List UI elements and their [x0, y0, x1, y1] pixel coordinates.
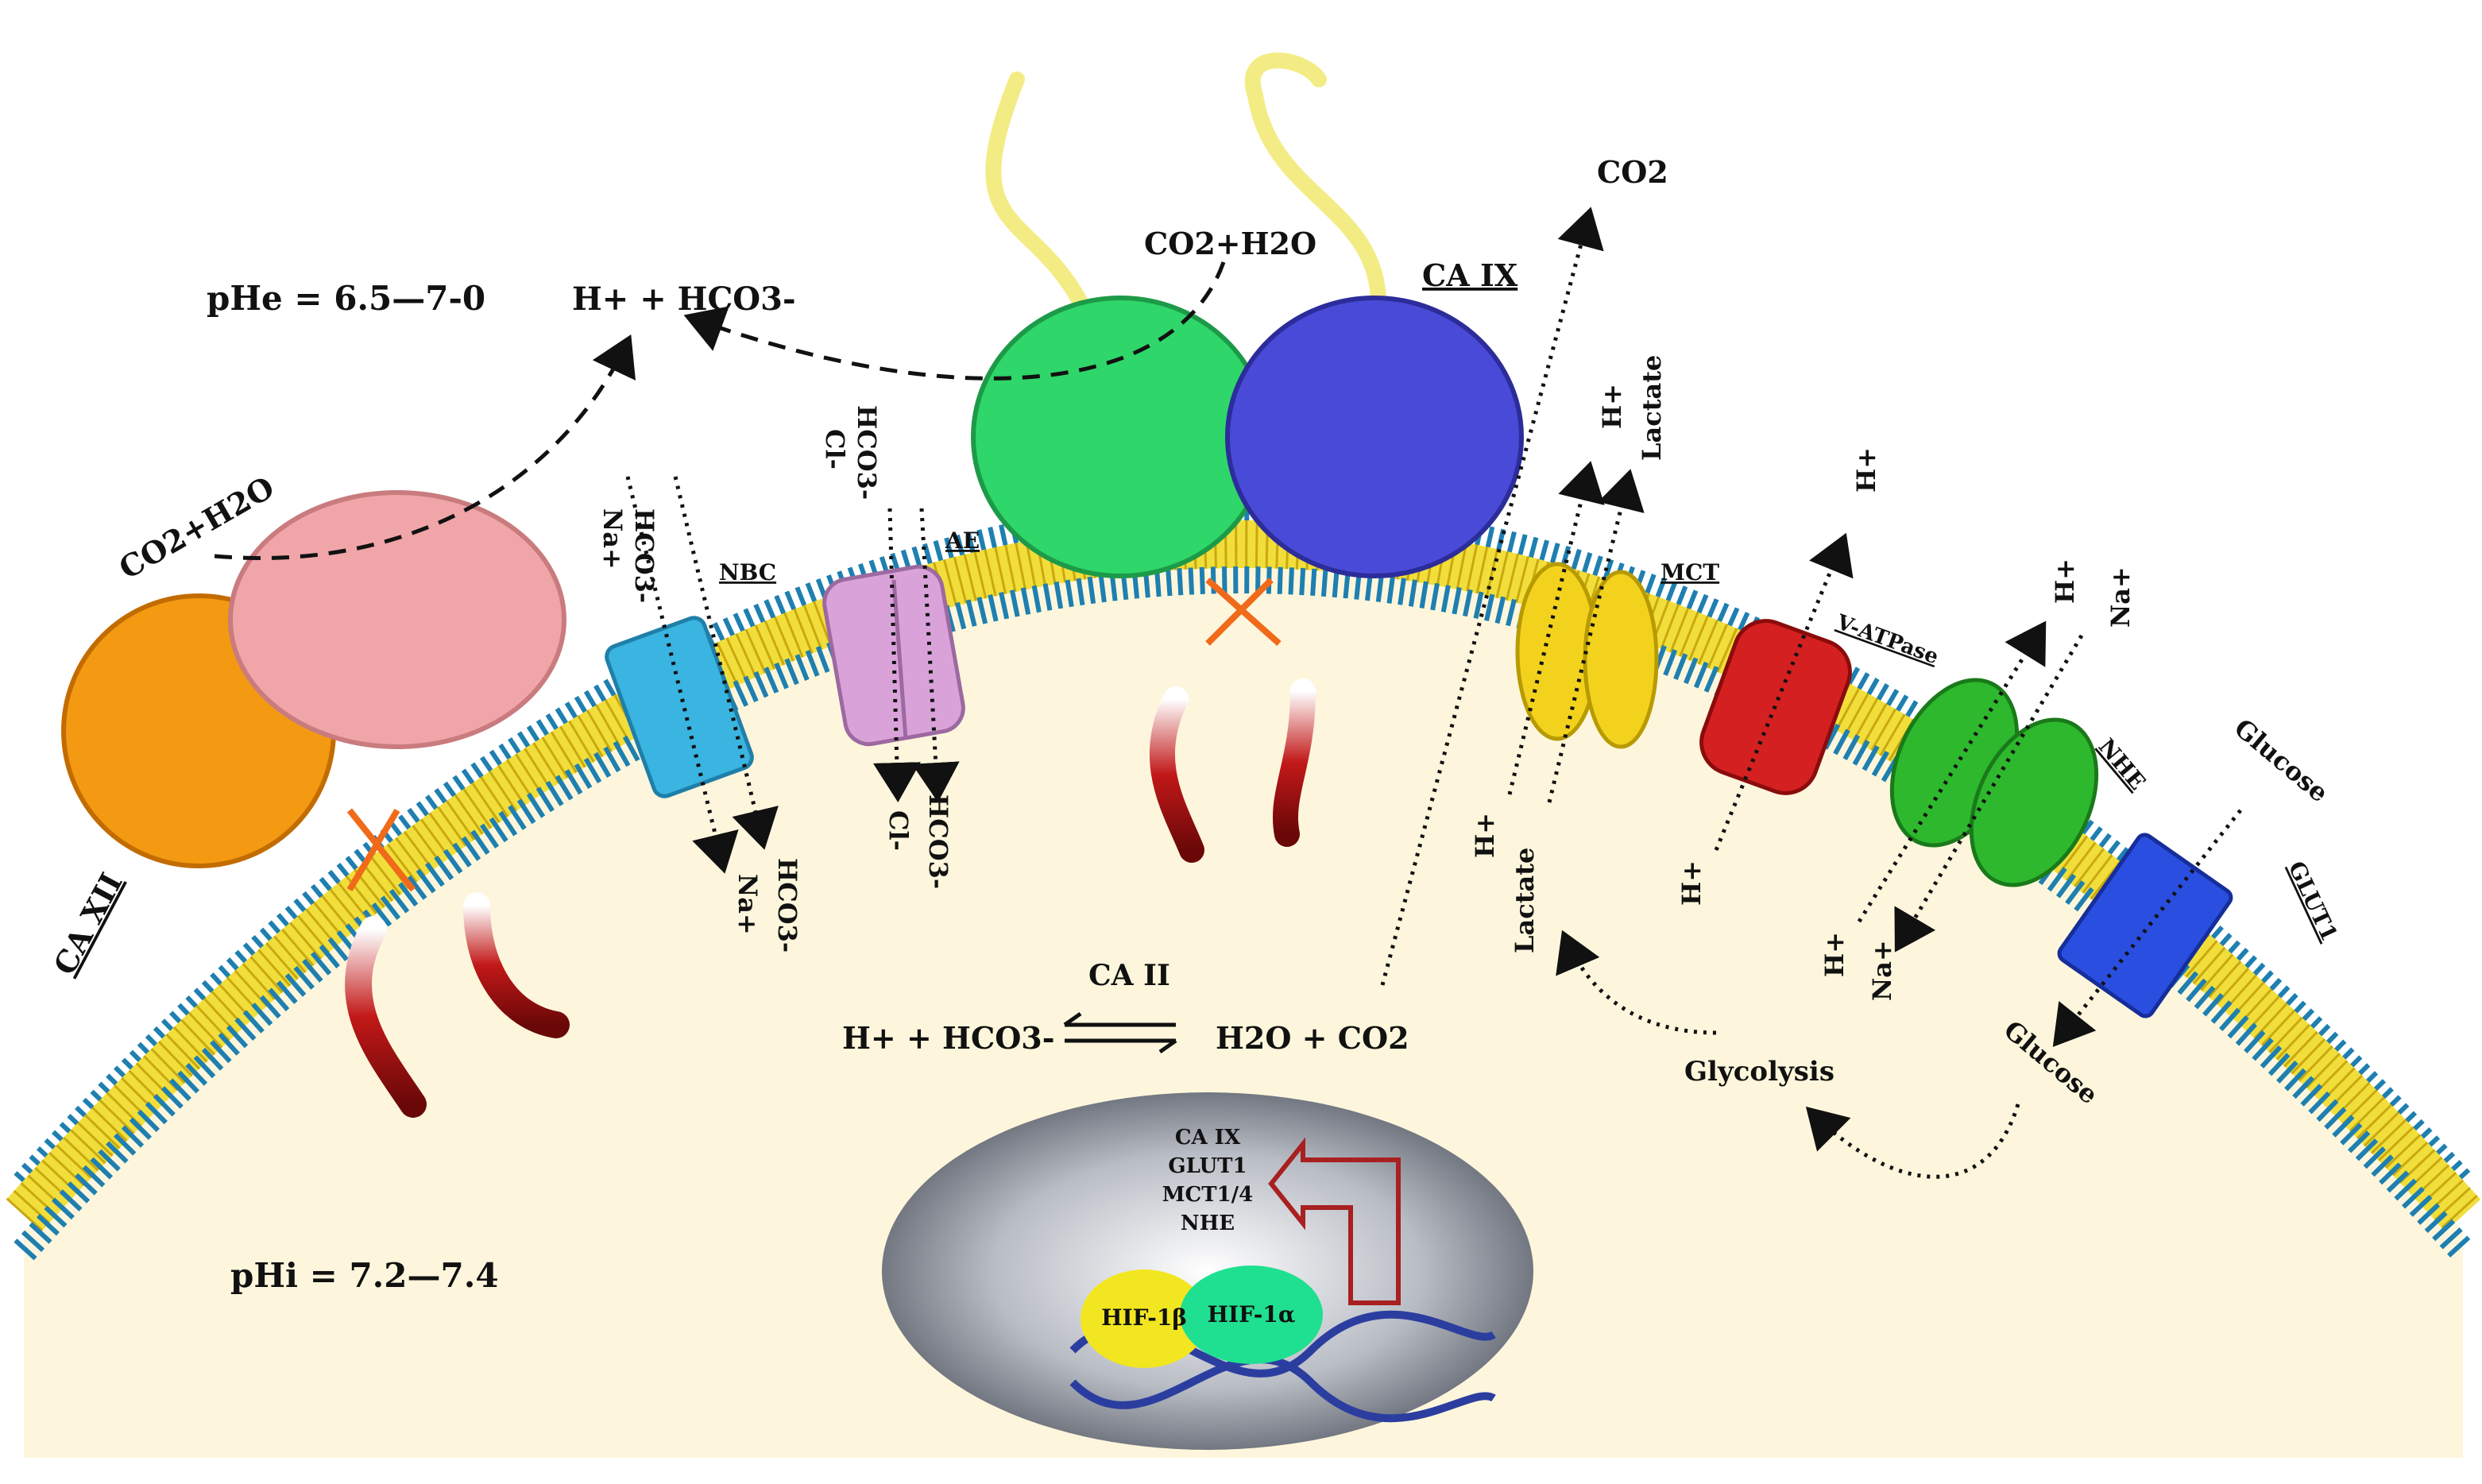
nhe-in-h: H+	[1819, 932, 1850, 977]
nbc-in-hco3: HCO3-	[772, 858, 802, 953]
ca-ii-left-label: H+ + HCO3-	[842, 1020, 1055, 1056]
ca-ix-label: CA IX	[1422, 257, 1518, 293]
ca-ii-right-label: H2O + CO2	[1216, 1020, 1409, 1056]
mct-out-h: H+	[1597, 384, 1627, 429]
nucleus-gene-list: CA IX GLUT1 MCT1/4 NHE	[1162, 1126, 1254, 1235]
gene-nhe: NHE	[1181, 1212, 1235, 1235]
hif-1-beta	[1081, 1270, 1208, 1368]
gene-glut1: GLUT1	[1168, 1154, 1247, 1178]
hif-alpha-label: HIF-1α	[1208, 1301, 1296, 1327]
cell-membrane	[6, 499, 2481, 1261]
reaction-arrows	[214, 207, 2242, 1179]
mct-out-lactate: Lactate	[1637, 355, 1667, 461]
ae-in-cl: Cl-	[883, 810, 914, 851]
nbc-out-na: Na+	[597, 508, 628, 570]
glut-out-glucose: Glucose	[2229, 713, 2334, 808]
nbc-in-na: Na+	[733, 874, 763, 935]
nbc-label: NBC	[719, 559, 776, 585]
mct-in-h: H+	[1470, 813, 1500, 858]
glut1-transporter	[2057, 833, 2233, 1018]
ph-intracellular-label: pHi = 7.2—7.4	[230, 1256, 499, 1295]
mct-label: MCT	[1660, 559, 1719, 585]
glut1-label: GLUT1	[2283, 857, 2343, 945]
hif-1-alpha	[1180, 1266, 1323, 1364]
ae-label: AE	[945, 528, 980, 554]
hif-beta-label: HIF-1β	[1101, 1304, 1187, 1331]
glycolysis-label: Glycolysis	[1684, 1056, 1834, 1088]
ca-ix-protein	[971, 52, 1524, 863]
ae-in-hco3: HCO3-	[923, 794, 953, 889]
nhe-out-h: H+	[2050, 558, 2080, 604]
cytoplasm	[24, 560, 2463, 1458]
ph-extracellular-label: pHe = 6.5—7-0	[207, 279, 485, 318]
nucleus	[882, 1092, 1533, 1450]
nbc-transporter	[605, 616, 754, 798]
co2-out-label: CO2	[1597, 154, 1668, 190]
gene-mct: MCT1/4	[1162, 1183, 1254, 1207]
mct-transporter	[1515, 562, 1659, 749]
ae-out-hco3: HCO3-	[852, 405, 882, 500]
vatpase-out-h: H+	[1851, 447, 1881, 493]
nhe-label: NHE	[2093, 733, 2151, 794]
h-hco3-out-label: H+ + HCO3-	[572, 280, 796, 318]
mct-in-lactate: Lactate	[1510, 848, 1540, 953]
ca-xii-label: CA XII	[46, 867, 130, 980]
gene-ca-ix: CA IX	[1175, 1126, 1241, 1150]
nhe-in-na: Na+	[1867, 940, 1897, 1001]
ae-out-cl: Cl-	[820, 429, 850, 470]
vatpase-in-h: H+	[1676, 860, 1707, 906]
nhe-transporter	[1889, 678, 2099, 887]
nbc-out-hco3: HCO3-	[629, 508, 659, 603]
ae-transporter	[822, 564, 965, 747]
nhe-out-na: Na+	[2105, 566, 2136, 628]
co2-h2o-ix-label: CO2+H2O	[1144, 226, 1316, 261]
ca-ii-label: CA II	[1088, 959, 1170, 992]
